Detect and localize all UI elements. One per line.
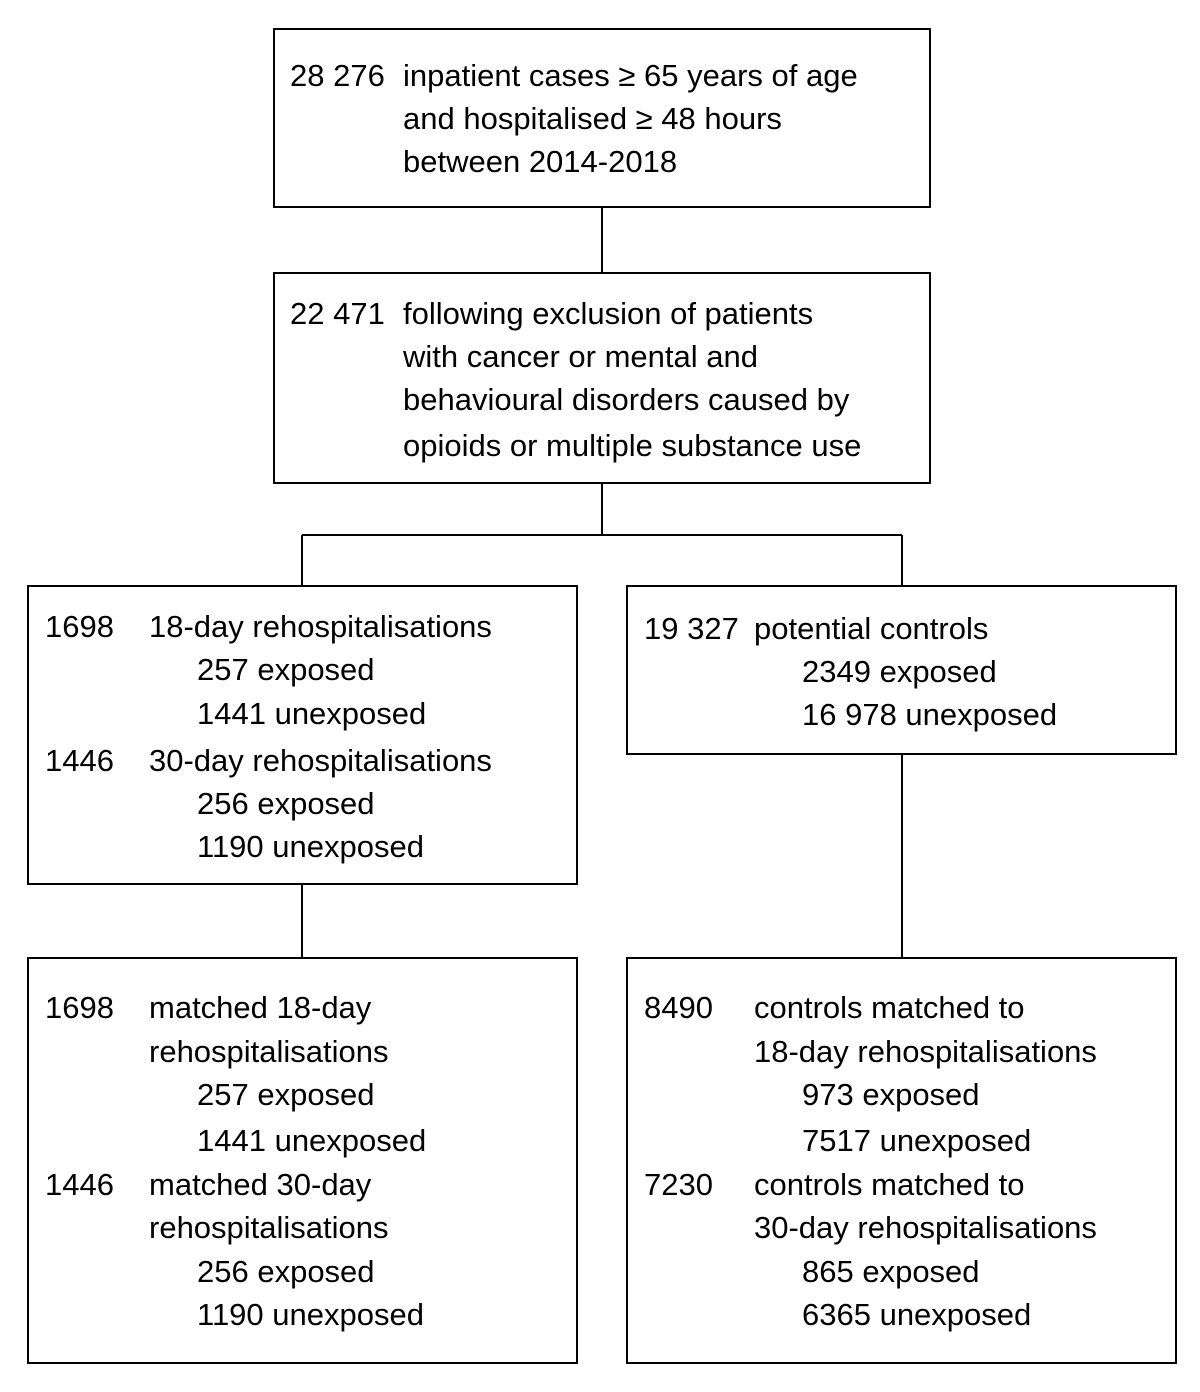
matched-controls-r18-line-1: controls matched to xyxy=(754,990,1025,1025)
after-exclusion-line-3: behavioural disorders caused by xyxy=(403,382,850,417)
box-matched-rehospitalisations xyxy=(27,957,578,1364)
r18-count: 1698 xyxy=(45,609,114,644)
all-cases-line-2: and hospitalised ≥ 48 hours xyxy=(403,101,782,136)
matched-r30-count: 1446 xyxy=(45,1167,114,1202)
matched-r18-line-2: rehospitalisations xyxy=(149,1034,389,1069)
matched-controls-r18-unexposed: 7517 unexposed xyxy=(802,1123,1032,1158)
r30-exposed: 256 exposed xyxy=(197,786,375,821)
matched-controls-r30-unexposed: 6365 unexposed xyxy=(802,1297,1032,1332)
matched-controls-r18-exposed: 973 exposed xyxy=(802,1077,980,1112)
after-exclusion-line-1: following exclusion of patients xyxy=(403,296,814,331)
all-cases-line-3: between 2014-2018 xyxy=(403,144,678,179)
controls-label: potential controls xyxy=(754,611,989,646)
box-all-inpatient-cases xyxy=(273,28,931,208)
after-exclusion-line-2: with cancer or mental and xyxy=(403,339,758,374)
r30-label: 30-day rehospitalisations xyxy=(149,743,492,778)
after-exclusion-line-4: opioids or multiple substance use xyxy=(403,428,862,463)
matched-controls-r18-count: 8490 xyxy=(644,990,713,1025)
r18-unexposed: 1441 unexposed xyxy=(197,696,427,731)
all-cases-line-1: inpatient cases ≥ 65 years of age xyxy=(403,58,858,93)
matched-r18-count: 1698 xyxy=(45,990,114,1025)
box-matched-controls xyxy=(626,957,1177,1364)
r18-exposed: 257 exposed xyxy=(197,652,375,687)
matched-controls-r18-line-2: 18-day rehospitalisations xyxy=(754,1034,1097,1069)
controls-count: 19 327 xyxy=(644,611,739,646)
r30-unexposed: 1190 unexposed xyxy=(197,829,424,864)
matched-r18-exposed: 257 exposed xyxy=(197,1077,375,1112)
matched-controls-r30-exposed: 865 exposed xyxy=(802,1254,980,1289)
after-exclusion-count: 22 471 xyxy=(290,296,385,331)
r18-label: 18-day rehospitalisations xyxy=(149,609,492,644)
r30-count: 1446 xyxy=(45,743,114,778)
matched-r30-line-1: matched 30-day xyxy=(149,1167,372,1202)
controls-unexposed: 16 978 unexposed xyxy=(802,697,1058,732)
matched-controls-r30-line-2: 30-day rehospitalisations xyxy=(754,1210,1097,1245)
matched-r18-unexposed: 1441 unexposed xyxy=(197,1123,427,1158)
all-cases-count: 28 276 xyxy=(290,58,385,93)
matched-controls-r30-line-1: controls matched to xyxy=(754,1167,1025,1202)
matched-controls-r30-count: 7230 xyxy=(644,1167,713,1202)
matched-r30-unexposed: 1190 unexposed xyxy=(197,1297,424,1332)
controls-exposed: 2349 exposed xyxy=(802,654,997,689)
matched-r30-line-2: rehospitalisations xyxy=(149,1210,389,1245)
matched-r18-line-1: matched 18-day xyxy=(149,990,372,1025)
box-rehospitalisations xyxy=(27,585,578,885)
box-after-exclusion xyxy=(273,272,931,484)
matched-r30-exposed: 256 exposed xyxy=(197,1254,375,1289)
box-potential-controls xyxy=(626,585,1177,755)
